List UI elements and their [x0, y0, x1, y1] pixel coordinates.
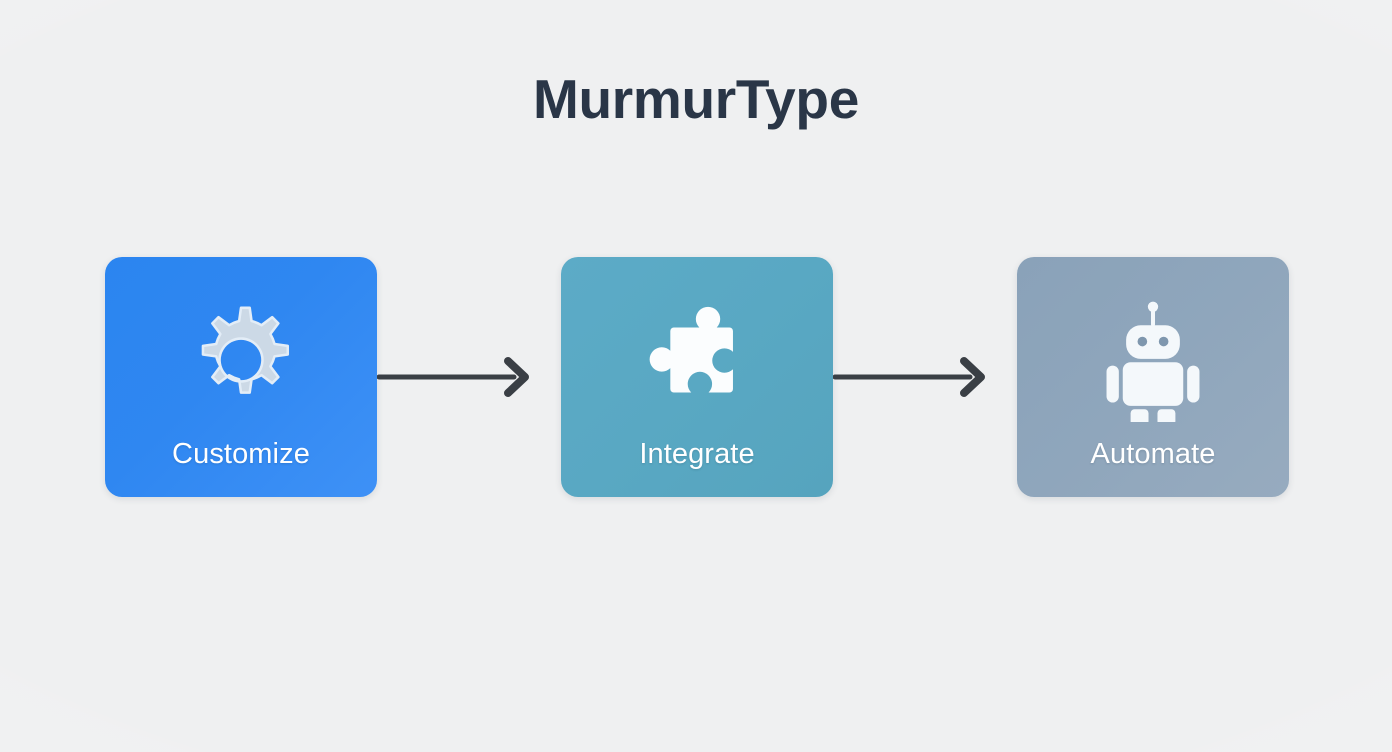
gear-icon — [105, 295, 377, 425]
arrow-customize-to-integrate — [377, 354, 533, 400]
flow-step-automate[interactable]: Automate — [1017, 257, 1289, 497]
flow-step-customize[interactable]: Customize — [105, 257, 377, 497]
flow-step-integrate[interactable]: Integrate — [561, 257, 833, 497]
page-title: MurmurType — [532, 68, 859, 130]
arrow-integrate-to-automate — [833, 354, 989, 400]
flow-step-label: Customize — [172, 438, 310, 470]
flow-step-label: Integrate — [639, 438, 755, 470]
puzzle-piece-icon — [561, 295, 833, 425]
process-flow: Customize Integrate — [0, 257, 1392, 497]
robot-icon — [1017, 295, 1289, 425]
flow-step-label: Automate — [1090, 438, 1216, 470]
